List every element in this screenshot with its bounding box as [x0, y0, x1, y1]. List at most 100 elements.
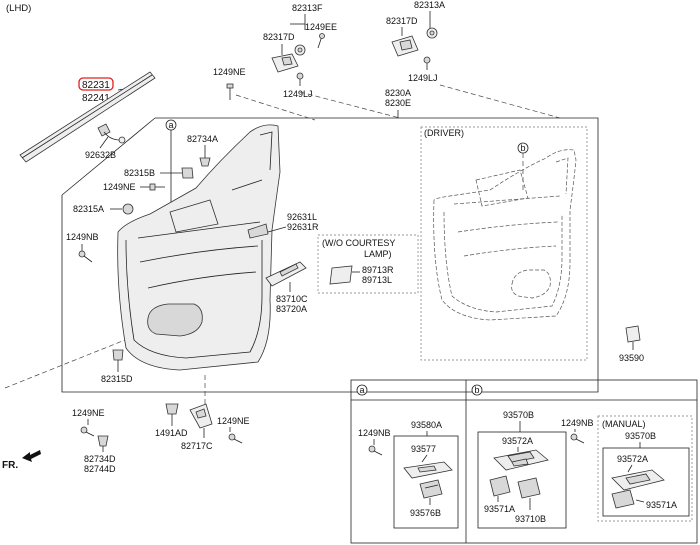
screw-1249NE-bottom-center: [228, 433, 243, 444]
label-92632B: 92632B: [85, 150, 116, 160]
manual-switch-unit: [611, 489, 635, 509]
clip-82315A: [122, 203, 134, 215]
detail-b-switch-bezel: [493, 449, 549, 471]
label-92631R: 92631R: [287, 222, 319, 232]
detail-b-switch-right: [517, 477, 541, 499]
screw-1249NB-left: [78, 250, 93, 263]
detail-a-label-93577: 93577: [411, 444, 436, 454]
clip-93590: [625, 325, 641, 343]
label-82317D-right: 82317D: [386, 16, 418, 26]
manual-inner-box: [602, 447, 690, 517]
label-1249EE: 1249EE: [305, 22, 337, 32]
label-1249LJ-left: 1249LJ: [283, 89, 313, 99]
manual-label: (MANUAL): [602, 419, 646, 429]
detail-b-inner-box: [477, 431, 567, 529]
manual-label-93570B: 93570B: [625, 431, 656, 441]
detail-a-switch-unit: [419, 479, 443, 499]
detail-b-screw-icon: [570, 433, 585, 444]
callout-a-letter: a: [169, 120, 174, 130]
detail-b-callout: [471, 384, 483, 396]
driver-door-panel: [433, 149, 577, 321]
label-8230A: 8230A: [385, 88, 411, 98]
label-1249LJ-right: 1249LJ: [408, 73, 438, 83]
bracket-82317D-left: [271, 53, 299, 73]
detail-a-switch-bezel: [403, 461, 453, 479]
pull-handle-83710C: [265, 261, 307, 287]
screw-1249NE-bottom-left: [80, 426, 95, 437]
clip-82313A: [426, 27, 438, 39]
driver-label: (DRIVER): [424, 128, 464, 138]
screw-1249NE-mid: [149, 183, 165, 191]
courtesy-label-line1: (W/O COURTESY: [322, 238, 395, 248]
callout-b-letter: b: [521, 143, 526, 153]
label-82744D: 82744D: [84, 464, 116, 474]
detail-b-label-1249NB: 1249NB: [561, 418, 594, 428]
front-label: FR.: [2, 460, 18, 471]
label-92631L: 92631L: [287, 212, 317, 222]
sensor-92632B: [97, 123, 126, 144]
detail-a-letter: a: [360, 385, 365, 395]
label-89713L: 89713L: [362, 275, 392, 285]
variant-label: (LHD): [6, 3, 31, 14]
detail-a-label-93576B: 93576B: [410, 508, 441, 518]
label-82315B: 82315B: [124, 168, 155, 178]
detail-b-label-93572A: 93572A: [502, 436, 533, 446]
front-arrow-icon: [22, 450, 41, 462]
label-93590: 93590: [619, 353, 644, 363]
courtesy-label-line2: LAMP): [364, 249, 392, 259]
clip-82734A: [199, 157, 211, 167]
clip-82315B: [181, 167, 194, 179]
screw-1249NE-top: [226, 83, 234, 100]
courtesy-lamp-box: [317, 234, 419, 294]
screw-1249EE: [317, 33, 325, 49]
detail-box: [350, 379, 698, 544]
label-1249NE-bottom-center: 1249NE: [217, 416, 250, 426]
trim-92631: [247, 223, 269, 239]
detail-a-screw-icon: [368, 445, 383, 456]
detail-b-switch-left: [489, 475, 511, 497]
label-82317D-left: 82317D: [263, 32, 295, 42]
label-82717C: 82717C: [181, 441, 213, 451]
label-1249NE-bottom-left: 1249NE: [72, 408, 105, 418]
driver-box: [420, 126, 588, 361]
label-1249NB-left: 1249NB: [66, 232, 99, 242]
label-82241: 82241: [82, 93, 110, 104]
screw-1249LJ-left: [296, 72, 304, 86]
detail-a-callout: [356, 384, 368, 396]
detail-b-label-93710B: 93710B: [515, 514, 546, 524]
weatherstrip-82231: [19, 71, 156, 163]
detail-b-letter: b: [475, 385, 480, 395]
lamp-cover-89713: [329, 265, 353, 285]
manual-box: [597, 415, 693, 522]
label-82231: 82231: [82, 80, 110, 91]
detail-b-label-93570B: 93570B: [503, 410, 534, 420]
screw-1249LJ-right: [423, 56, 431, 70]
manual-label-93572A: 93572A: [617, 454, 648, 464]
detail-b-label-93571A: 93571A: [484, 504, 515, 514]
label-83710C: 83710C: [276, 294, 308, 304]
door-trim-panel: [117, 124, 281, 371]
label-82315A: 82315A: [73, 204, 104, 214]
label-82313A: 82313A: [414, 0, 445, 10]
detail-a-label-1249NB: 1249NB: [358, 428, 391, 438]
manual-label-93571A: 93571A: [646, 500, 677, 510]
label-82313F: 82313F: [292, 3, 323, 13]
highlight-82231: [78, 77, 114, 91]
label-83720A: 83720A: [276, 304, 307, 314]
manual-switch-bezel: [611, 469, 665, 491]
label-82315D: 82315D: [101, 374, 133, 384]
label-1249NE-mid: 1249NE: [103, 182, 136, 192]
detail-a-label-93580A: 93580A: [411, 420, 442, 430]
label-1249NE-top: 1249NE: [213, 67, 246, 77]
clip-82315D: [112, 349, 124, 361]
label-8230E: 8230E: [385, 98, 411, 108]
label-82734D: 82734D: [84, 454, 116, 464]
label-89713R: 89713R: [362, 265, 394, 275]
label-82734A: 82734A: [187, 134, 218, 144]
clip-82734D: [97, 435, 109, 447]
bracket-82717C: [189, 403, 213, 429]
bracket-82317D-right: [391, 35, 419, 57]
label-1491AD: 1491AD: [155, 428, 188, 438]
clip-82313F: [294, 44, 306, 56]
